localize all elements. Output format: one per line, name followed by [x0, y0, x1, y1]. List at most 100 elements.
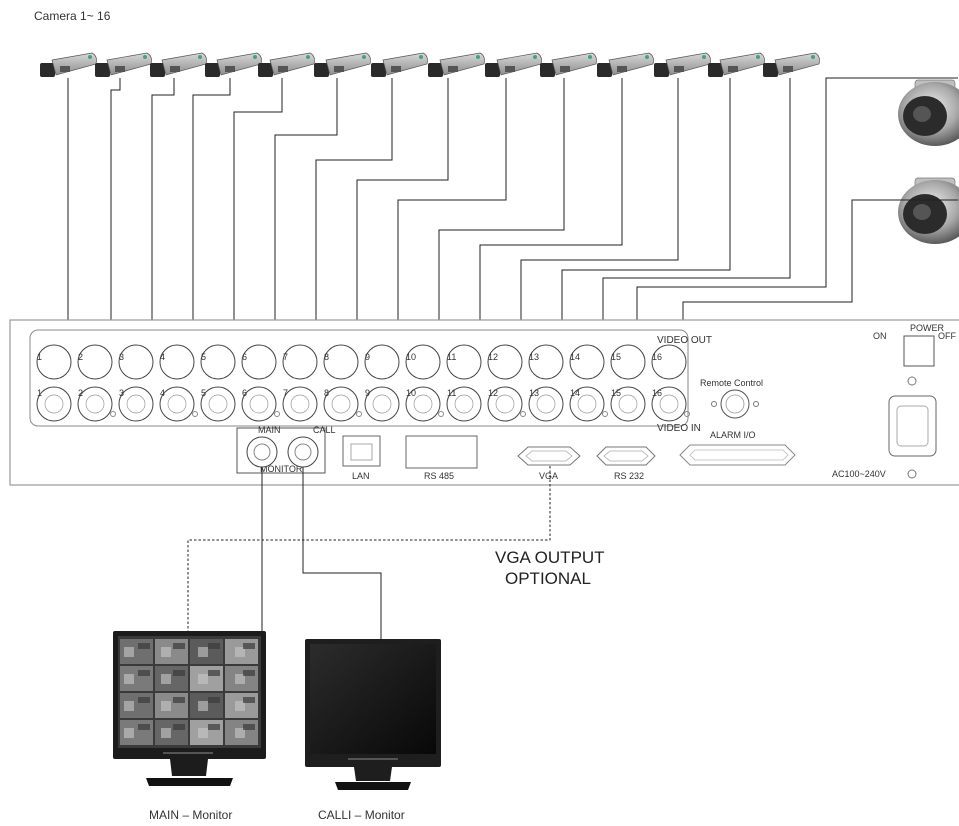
video-out-bnc [487, 344, 523, 380]
video-out-number: 14 [570, 352, 580, 362]
video-in-number: 5 [201, 388, 206, 398]
video-out-bnc [446, 344, 482, 380]
power-label: POWER [910, 323, 945, 333]
bullet-camera [428, 52, 485, 77]
video-out-bnc [200, 344, 236, 380]
video-out-number: 4 [160, 352, 165, 362]
video-out-bnc [323, 344, 359, 380]
vga-label: VGA [539, 471, 558, 481]
main-monitor-base [146, 778, 233, 786]
camera-thumbnail [190, 666, 223, 691]
remote-control-label: Remote Control [700, 378, 763, 388]
video-out-bnc [159, 344, 195, 380]
video-out-number: 12 [488, 352, 498, 362]
bullet-camera [540, 52, 597, 77]
video-out-number: 8 [324, 352, 329, 362]
camera-thumbnail [155, 720, 188, 745]
remote-control-port [720, 389, 750, 419]
dome-cameras [898, 79, 959, 244]
video-out-bnc [405, 344, 441, 380]
call-monitor-cable [302, 467, 382, 640]
monitor-main-label: MAIN [258, 425, 281, 435]
video-out-bnc [610, 344, 646, 380]
bullet-camera [205, 52, 262, 77]
vga-dotted-cable [187, 466, 551, 632]
video-in-bnc [118, 386, 154, 422]
video-in-number: 4 [160, 388, 165, 398]
video-in-bnc [36, 386, 72, 422]
bullet-camera [708, 52, 765, 77]
main-monitor: MAIN – Monitor [113, 631, 266, 822]
video-in-bnc [651, 386, 690, 422]
bullet-camera [485, 52, 542, 77]
bullet-camera [40, 52, 97, 77]
camera-thumbnail [190, 720, 223, 745]
video-in-bnc [200, 386, 236, 422]
bullet-camera [258, 52, 315, 77]
camera-thumbnail [120, 693, 153, 718]
video-in-number: 16 [652, 388, 662, 398]
monitor-cables [187, 466, 551, 640]
video-in-bnc [282, 386, 318, 422]
video-in-bnc [569, 386, 608, 422]
video-in-number: 11 [447, 388, 456, 398]
video-in-bnc [77, 386, 116, 422]
bullet-camera [597, 52, 654, 77]
dvr-back-panel: 1122334455667788991010111112121313141415… [9, 319, 959, 486]
video-in-connectors [36, 386, 690, 422]
video-in-number: 2 [78, 388, 83, 398]
call-monitor: CALLI – Monitor [305, 639, 441, 822]
camera-thumbnail [155, 666, 188, 691]
ac-power-socket [888, 395, 937, 457]
vga-output-line2: OPTIONAL [505, 569, 591, 588]
video-out-number: 5 [201, 352, 206, 362]
camera-thumbnail [155, 693, 188, 718]
rs232-port [596, 446, 656, 466]
video-in-number: 1 [37, 388, 42, 398]
video-out-number: 1 [37, 352, 42, 362]
video-in-number: 6 [242, 388, 247, 398]
video-out-number: 13 [529, 352, 539, 362]
video-out-number: 3 [119, 352, 124, 362]
vga-output-line1: VGA OUTPUT [495, 548, 605, 567]
video-out-number: 10 [406, 352, 416, 362]
camera-thumbnail [225, 639, 258, 664]
main-monitor-neck [170, 759, 208, 776]
video-out-bnc [528, 344, 564, 380]
video-out-number: 16 [652, 352, 662, 362]
camera-thumbnail [155, 639, 188, 664]
video-out-bnc [282, 344, 318, 380]
camera-thumbnail [120, 666, 153, 691]
main-monitor-camera-grid [120, 639, 258, 745]
video-in-number: 3 [119, 388, 124, 398]
video-in-label: VIDEO IN [657, 423, 701, 434]
camera-thumbnail [225, 666, 258, 691]
power-off-label: OFF [938, 331, 956, 341]
monitor-label: MONITOR [260, 464, 303, 474]
dome-camera [898, 79, 959, 146]
main-monitor-caption: MAIN – Monitor [149, 808, 232, 821]
video-in-bnc [364, 386, 400, 422]
video-out-number: 7 [283, 352, 288, 362]
video-in-bnc [323, 386, 362, 422]
video-out-number: 11 [447, 352, 456, 362]
video-in-number: 14 [570, 388, 580, 398]
call-monitor-caption: CALLI – Monitor [318, 808, 405, 821]
video-in-number: 7 [283, 388, 288, 398]
alarm-io-port [679, 444, 796, 466]
video-out-number: 15 [611, 352, 621, 362]
video-in-number: 13 [529, 388, 539, 398]
video-in-number: 12 [488, 388, 498, 398]
lan-label: LAN [352, 471, 370, 481]
alarm-io-label: ALARM I/O [710, 430, 756, 440]
call-monitor-base [335, 782, 411, 790]
monitor-output-group [236, 427, 326, 474]
video-in-number: 15 [611, 388, 621, 398]
call-monitor-neck [354, 767, 392, 781]
camera-thumbnail [120, 720, 153, 745]
bullet-cameras [40, 52, 820, 77]
video-out-bnc [651, 344, 687, 380]
bullet-camera [763, 52, 820, 77]
monitor-main-connector [246, 436, 278, 468]
